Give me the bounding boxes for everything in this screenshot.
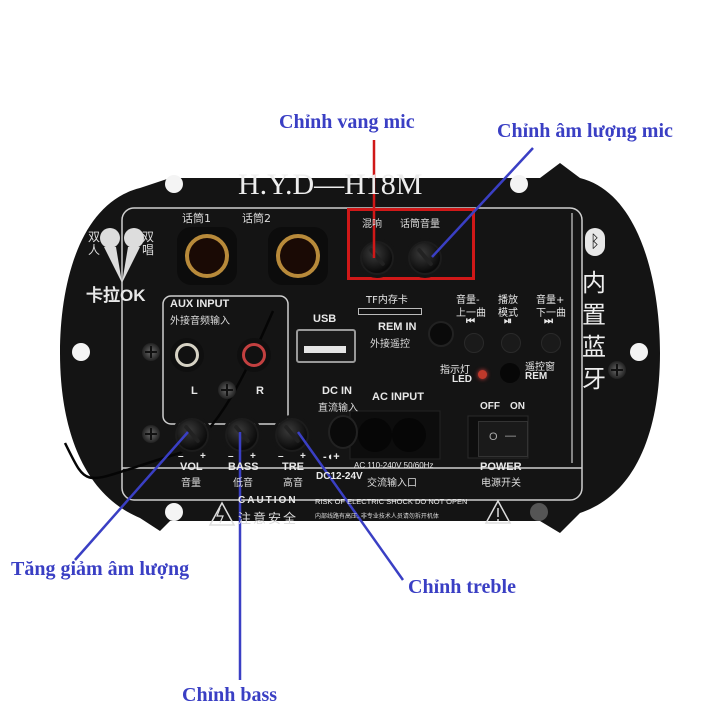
bluetooth-label-3: 蓝 bbox=[582, 333, 606, 361]
karaoke-ok-label: 卡拉OK bbox=[86, 286, 146, 305]
bass-label: BASS bbox=[228, 461, 259, 473]
bass-callout: Chỉnh bass bbox=[182, 684, 278, 706]
mount-hole bbox=[165, 175, 183, 193]
treble-cn-label: 高音 bbox=[283, 478, 303, 489]
aux-title: AUX INPUT bbox=[170, 298, 230, 310]
power-title: POWER bbox=[480, 461, 522, 473]
screw-icon bbox=[142, 425, 160, 443]
power-switch[interactable]: O — bbox=[478, 421, 528, 457]
rem-in-jack[interactable] bbox=[428, 321, 454, 347]
dc-in-jack[interactable] bbox=[328, 415, 358, 449]
treble-label: TRE bbox=[282, 461, 304, 473]
amplifier-board: H.Y.D—H18M 双人 双唱 卡拉OK 话筒1 话筒2 混响 话筒音量 AU… bbox=[60, 163, 660, 533]
mic-volume-label: 话筒音量 bbox=[400, 219, 440, 230]
power-on-label: ON bbox=[510, 401, 525, 412]
volume-callout: Tăng giảm âm lượng bbox=[11, 558, 190, 580]
volume-label: VOL bbox=[180, 461, 203, 473]
bluetooth-label-1: 内 bbox=[582, 269, 606, 297]
usb-label: USB bbox=[313, 313, 337, 325]
ac-input-spec: AC 110-240V 50/60Hz bbox=[354, 461, 434, 470]
aux-left-jack[interactable] bbox=[170, 338, 204, 372]
volume-plus: + bbox=[200, 451, 206, 462]
dc-in-title: DC IN bbox=[322, 385, 352, 397]
mount-hole bbox=[510, 175, 528, 193]
treble-knob[interactable] bbox=[275, 418, 309, 452]
next-button[interactable] bbox=[541, 333, 561, 353]
mic-volume-callout: Chỉnh âm lượng mic bbox=[497, 120, 673, 142]
ac-input-title: AC INPUT bbox=[372, 391, 424, 403]
karaoke-right-label: 双唱 bbox=[142, 230, 155, 257]
screw-icon bbox=[608, 361, 626, 379]
bass-minus: – bbox=[228, 451, 234, 462]
microphone-icon bbox=[100, 228, 144, 283]
play-label-1: 播放 bbox=[498, 295, 518, 306]
aux-left-label: L bbox=[191, 385, 198, 397]
ac-input-subtitle: 交流输入口 bbox=[367, 478, 417, 489]
power-on-symbol: — bbox=[505, 430, 516, 442]
power-off-symbol: O bbox=[489, 431, 498, 443]
echo-callout: Chỉnh vang mic bbox=[279, 111, 415, 133]
volume-knob[interactable] bbox=[175, 418, 209, 452]
mount-hole bbox=[630, 343, 648, 361]
bluetooth-label-2: 置 bbox=[582, 301, 606, 329]
model-title: H.Y.D—H18M bbox=[238, 168, 423, 201]
mic2-jack[interactable] bbox=[268, 227, 328, 285]
led-indicator bbox=[478, 370, 487, 379]
dc-in-subtitle: 直流输入 bbox=[318, 403, 358, 414]
next-label-1: 音量+ bbox=[536, 295, 565, 306]
play-mode-button[interactable] bbox=[501, 333, 521, 353]
ac-input-socket[interactable] bbox=[358, 418, 428, 454]
dc-polarity: -◖+ bbox=[323, 451, 340, 463]
power-off-label: OFF bbox=[480, 401, 500, 412]
mic2-label: 话筒2 bbox=[242, 212, 271, 225]
led-label: LED bbox=[452, 374, 472, 385]
echo-knob[interactable] bbox=[360, 241, 394, 275]
play-pause-icon: ⏯ bbox=[504, 316, 512, 327]
bass-knob[interactable] bbox=[225, 418, 259, 452]
treble-callout: Chỉnh treble bbox=[408, 576, 516, 598]
tf-card-slot[interactable] bbox=[358, 308, 422, 315]
screw-icon bbox=[142, 343, 160, 361]
aux-subtitle: 外接音频输入 bbox=[170, 316, 230, 327]
screw-icon bbox=[218, 381, 236, 399]
remote-window bbox=[500, 363, 520, 383]
caution-risk-cn: 内部线路有高压, 非专业技术人员请勿拆开机体 bbox=[315, 513, 439, 520]
prev-track-icon: ⏮ bbox=[466, 316, 475, 327]
caution-risk: RISK OF ELECTRIC SHOCK DO NOT OPEN bbox=[315, 497, 468, 506]
led-cn-label: 指示灯 bbox=[440, 365, 470, 376]
dc-range: DC12-24V bbox=[316, 471, 363, 482]
rem-in-subtitle: 外接遥控 bbox=[370, 339, 410, 350]
play-label-2: 模式 bbox=[498, 308, 518, 319]
treble-minus: – bbox=[278, 451, 284, 462]
mount-hole bbox=[165, 503, 183, 521]
rem-in-title: REM IN bbox=[378, 321, 417, 333]
prev-label-2: 上一曲 bbox=[456, 308, 486, 319]
volume-cn-label: 音量 bbox=[181, 478, 201, 489]
mount-hole bbox=[530, 503, 548, 521]
prev-button[interactable] bbox=[464, 333, 484, 353]
karaoke-left-label: 双人 bbox=[88, 230, 101, 257]
next-track-icon: ⏭ bbox=[544, 316, 553, 327]
caution-cn: 注意安全 bbox=[238, 512, 299, 527]
prev-label-1: 音量- bbox=[456, 295, 480, 306]
bass-plus: + bbox=[250, 451, 256, 462]
mic1-label: 话筒1 bbox=[182, 212, 211, 225]
power-subtitle: 电源开关 bbox=[481, 478, 521, 489]
usb-port[interactable] bbox=[296, 329, 356, 363]
aux-right-label: R bbox=[256, 385, 264, 397]
caution-title: CAUTION bbox=[238, 495, 298, 506]
bluetooth-icon: ᛒ bbox=[585, 228, 605, 256]
echo-label: 混响 bbox=[362, 219, 382, 230]
next-label-2: 下一曲 bbox=[536, 308, 566, 319]
mic1-jack[interactable] bbox=[177, 227, 237, 285]
bass-cn-label: 低音 bbox=[233, 478, 253, 489]
aux-right-jack[interactable] bbox=[237, 338, 271, 372]
bluetooth-label-4: 牙 bbox=[582, 365, 606, 393]
mount-hole bbox=[72, 343, 90, 361]
remote-window-label: REM bbox=[525, 371, 548, 382]
mic-volume-knob[interactable] bbox=[408, 241, 442, 275]
remote-window-cn: 遥控窗 bbox=[525, 362, 555, 373]
tf-label: TF内存卡 bbox=[366, 295, 408, 306]
